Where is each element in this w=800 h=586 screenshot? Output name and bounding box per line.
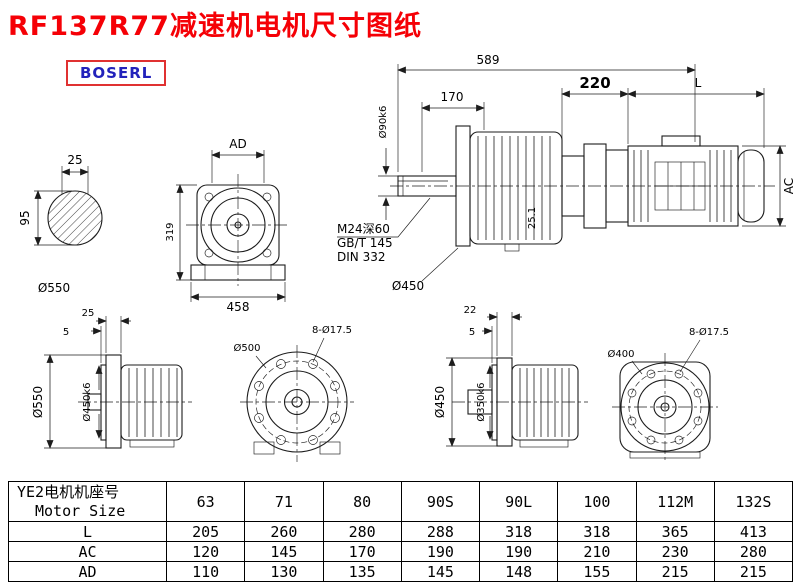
table-cell: 120: [165, 541, 246, 562]
flange-outer-dia-label-small: Ø450: [433, 386, 447, 418]
table-cell: 148: [478, 561, 559, 582]
page-title: RF137R77减速机电机尺寸图纸: [8, 11, 422, 42]
table-cell: 135: [322, 561, 402, 582]
row-label: L: [8, 521, 167, 542]
table-cell: 170: [322, 541, 402, 562]
overall-length-dim: 589: [477, 53, 500, 67]
table-col-header: 90L: [478, 481, 559, 522]
table-cell: 260: [244, 521, 324, 542]
table-cell: 190: [400, 541, 481, 562]
shaft-length-dim: 170: [441, 90, 464, 104]
table-cell: 210: [557, 541, 637, 562]
bolt-holes-label-small: 8-Ø17.5: [689, 326, 729, 338]
table-row-AC: AC 120 145 170 190 190 210 230 280: [8, 541, 794, 562]
bolt-holes-label-large: 8-Ø17.5: [312, 324, 352, 336]
spigot-thickness-dim: 5: [63, 327, 69, 338]
table-cell: 130: [244, 561, 324, 582]
motor-size-table-wrap: YE2电机机座号 Motor Size 63 71 80 90S 90L 100…: [8, 481, 794, 582]
table-cell: 215: [713, 561, 794, 582]
table-cell: 365: [635, 521, 715, 542]
view-main-assembly: 589 170 Ø90k6 M24深60 GB/T 145 DIN 332 Ø4…: [337, 53, 796, 293]
view-gearbox-front: AD 319 458: [165, 137, 290, 314]
flange-thickness-dim-small: 22: [464, 305, 477, 316]
table-cell: 145: [244, 541, 324, 562]
table-cell: 318: [478, 521, 559, 542]
view-output-side-large: 25 5 Ø550 Ø450k6: [31, 308, 192, 449]
table-header-row: YE2电机机座号 Motor Size 63 71 80 90S 90L 100…: [8, 481, 794, 522]
adapter-length-dim: 220: [579, 74, 610, 92]
table-cell: 155: [557, 561, 637, 582]
table-col-header: 63: [165, 481, 246, 522]
brand-logo: BOSERL: [66, 60, 167, 86]
thread-note-2: GB/T 145: [337, 236, 393, 250]
bolt-circle-dia-label-small: Ø400: [608, 348, 635, 360]
header-cn: YE2电机机座号: [17, 482, 120, 501]
table-col-header: 100: [557, 481, 637, 522]
view-shaft-section: 25 95 Ø550: [18, 153, 103, 295]
thread-note-1: M24深60: [337, 222, 390, 236]
row-label: AD: [8, 561, 167, 582]
table-col-header: 80: [322, 481, 402, 522]
gearbox-base-width-dim: 458: [227, 300, 250, 314]
view-flange-face-small: 8-Ø17.5 Ø400: [608, 326, 729, 461]
gearbox-height-dim: 319: [165, 222, 176, 241]
spigot-dia-label-small: Ø350k6: [475, 382, 487, 421]
gearbox-width-dim: AD: [229, 137, 246, 151]
flange-thickness-dim: 25: [82, 308, 95, 319]
table-cell: 110: [165, 561, 246, 582]
thread-note-3: DIN 332: [337, 250, 385, 264]
flange-outer-dia-label: Ø550: [31, 386, 45, 418]
motor-size-table: YE2电机机座号 Motor Size 63 71 80 90S 90L 100…: [8, 481, 794, 582]
table-cell: 413: [713, 521, 794, 542]
table-cell: 205: [165, 521, 246, 542]
shaft-fit-dia-label: Ø90k6: [377, 106, 389, 139]
header-en: Motor Size: [35, 501, 126, 520]
row-label: AC: [8, 541, 167, 562]
table-row-L: L 205 260 280 288 318 318 365 413: [8, 521, 794, 542]
table-cell: 215: [635, 561, 715, 582]
table-cell: 280: [322, 521, 402, 542]
table-cell: 145: [400, 561, 481, 582]
table-col-header: 132S: [713, 481, 794, 522]
table-cell: 288: [400, 521, 481, 542]
view-flange-face-large: 8-Ø17.5 Ø500: [234, 324, 354, 462]
table-header-motor-size: YE2电机机座号 Motor Size: [8, 481, 167, 522]
shaft-height-dim: 95: [18, 210, 32, 225]
table-col-header: 90S: [400, 481, 481, 522]
table-col-header: 71: [244, 481, 324, 522]
spigot-thickness-dim-small: 5: [469, 327, 475, 338]
table-cell: 280: [713, 541, 794, 562]
view-output-side-small: 22 5 Ø450 Ø350k6: [433, 305, 588, 448]
table-col-header: 112M: [635, 481, 715, 522]
motor-length-dim: L: [695, 76, 702, 90]
motor-dia-dim: AC: [782, 178, 796, 194]
table-cell: 318: [557, 521, 637, 542]
dimension-drawing: 25 95 Ø550 AD 319 458: [18, 53, 796, 462]
key-height-dim: 25.1: [527, 207, 538, 229]
table-cell: 190: [478, 541, 559, 562]
table-cell: 230: [635, 541, 715, 562]
shaft-key-width-dim: 25: [67, 153, 82, 167]
main-flange-dia-label: Ø450: [392, 279, 424, 293]
table-row-AD: AD 110 130 135 145 148 155 215 215: [8, 561, 794, 582]
bolt-circle-dia-label-large: Ø500: [234, 342, 261, 354]
spigot-dia-label: Ø450k6: [81, 382, 93, 421]
shaft-diameter-label: Ø550: [38, 281, 70, 295]
